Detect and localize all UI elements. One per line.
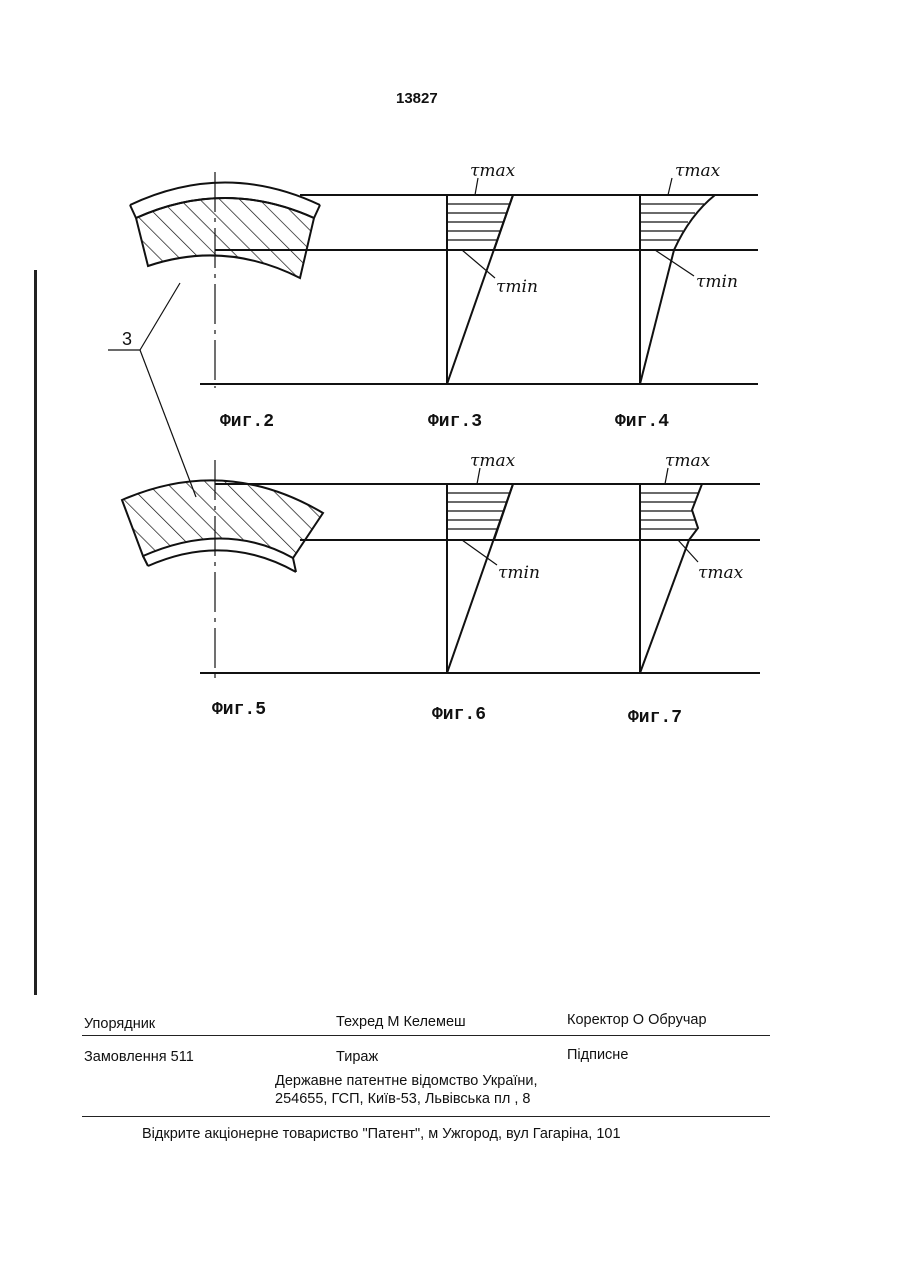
imprint-order: Замовлення 511	[84, 1049, 194, 1065]
imprint-office-line2: 254655, ГСП, Київ-53, Львівська пл , 8	[275, 1091, 530, 1107]
fig7-tau-max: τmax	[665, 451, 711, 471]
fig3-label: Фиг.3	[428, 412, 482, 432]
imprint-compiler: Упорядник	[84, 1016, 155, 1032]
fig7-tau-bottom: τmax	[698, 563, 744, 583]
fig7-label: Фиг.7	[628, 708, 682, 728]
fig2-label: Фиг.2	[220, 412, 274, 432]
reference-leader	[108, 283, 196, 497]
fig4-label: Фиг.4	[615, 412, 669, 432]
fig6-tau-max: τmax	[470, 451, 516, 471]
fig7-diagram	[640, 468, 702, 673]
fig2-drawing	[130, 172, 320, 388]
imprint-subscription: Підписне	[567, 1047, 628, 1063]
fig4-tau-min: τmin	[696, 272, 738, 292]
fig6-tau-min: τmin	[498, 563, 540, 583]
imprint-circulation: Тираж	[336, 1049, 378, 1065]
imprint-rule-bottom	[82, 1116, 770, 1117]
imprint-publisher: Відкрите акціонерне товариство "Патент",…	[142, 1126, 621, 1142]
fig4-tau-max: τmax	[675, 161, 721, 181]
reference-numeral: 3	[122, 329, 132, 349]
fig6-label: Фиг.6	[432, 705, 486, 725]
imprint-corrector: Коректор О Обручар	[567, 1012, 707, 1028]
imprint-techred: Техред М Келемеш	[336, 1014, 466, 1030]
patent-drawing: τmax τmin τmax τmin 3 Фиг.2 Фиг.3 Фиг.4	[0, 0, 900, 1000]
fig5-label: Фиг.5	[212, 700, 266, 720]
fig5-drawing	[122, 460, 323, 678]
fig3-tau-max: τmax	[470, 161, 516, 181]
fig3-tau-min: τmin	[496, 277, 538, 297]
imprint-rule-top	[82, 1035, 770, 1036]
imprint-office-line1: Державне патентне відомство України,	[275, 1073, 538, 1089]
